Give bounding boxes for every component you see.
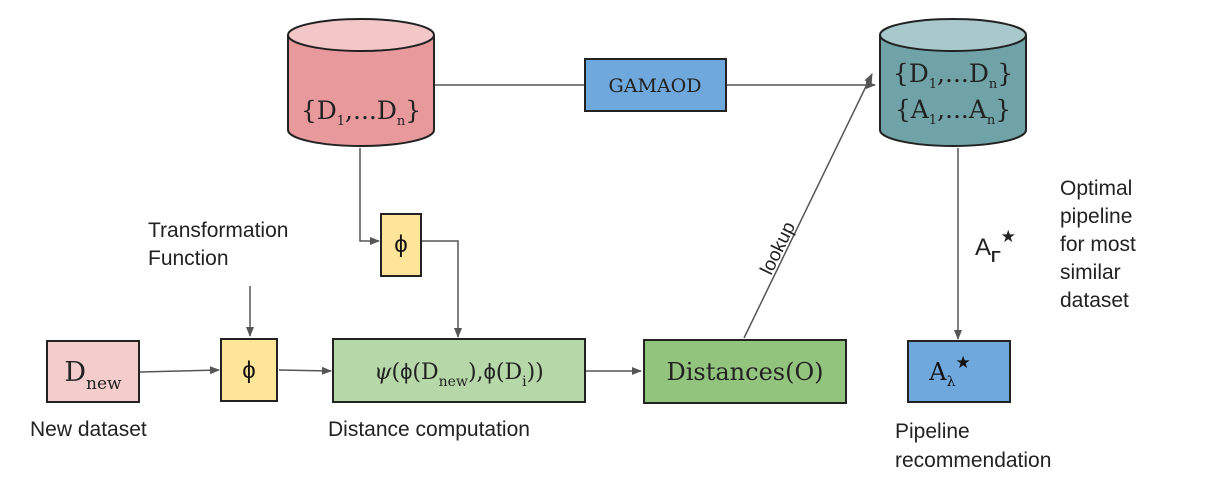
transformation-function-label: Transformation Function bbox=[148, 219, 294, 270]
a-lambda-star-label: Aλ★ bbox=[928, 353, 970, 390]
phi-top-label: ϕ bbox=[394, 231, 407, 258]
source-database-body bbox=[287, 35, 435, 147]
distances-node: Distances(O) bbox=[643, 339, 847, 404]
new-dataset-label: New dataset bbox=[30, 418, 147, 441]
target-database-body bbox=[879, 35, 1027, 147]
arrow-source-db-to-phi-top bbox=[359, 148, 380, 245]
arrow-phi-left-to-distance-box bbox=[278, 366, 332, 375]
distance-formula: ψ(ϕ(Dnew),ϕ(Di)) bbox=[374, 359, 544, 390]
distance-computation-node: ψ(ϕ(Dnew),ϕ(Di)) bbox=[332, 338, 586, 403]
phi-left-node: ϕ bbox=[220, 338, 278, 402]
distances-label: Distances(O) bbox=[666, 358, 823, 386]
new-dataset-node: Dnew bbox=[46, 340, 140, 403]
arrow-lookup bbox=[743, 73, 873, 339]
target-database: {D1,...Dn} {A1,...An} bbox=[879, 18, 1027, 147]
gamaod-label: GAMAOD bbox=[609, 75, 702, 97]
a-gamma-star-label: AΓ★ bbox=[975, 227, 1016, 266]
source-database: {D1,...Dn} bbox=[287, 18, 435, 147]
arrow-phi-top-to-distance-box bbox=[421, 240, 462, 338]
optimal-pipeline-label: Optimal pipeline for most similar datase… bbox=[1060, 177, 1142, 312]
target-database-top bbox=[879, 18, 1027, 52]
pipeline-recommendation-node: Aλ★ bbox=[907, 340, 1011, 403]
source-database-top bbox=[287, 18, 435, 52]
gamaod-node: GAMAOD bbox=[584, 58, 727, 112]
lookup-label: lookup bbox=[757, 219, 800, 279]
source-database-label: {D1,...Dn} bbox=[301, 96, 421, 129]
phi-left-label: ϕ bbox=[242, 357, 255, 384]
target-database-line2: {A1,...An} bbox=[895, 95, 1011, 128]
arrow-new-dataset-to-phi-left bbox=[139, 366, 220, 375]
new-dataset-symbol: Dnew bbox=[64, 357, 122, 394]
pipeline-recommendation-label: Pipeline recommendation bbox=[895, 420, 1051, 472]
distance-computation-label: Distance computation bbox=[328, 418, 530, 441]
phi-top-node: ϕ bbox=[380, 213, 422, 277]
target-database-line1: {D1,...Dn} bbox=[893, 59, 1013, 92]
